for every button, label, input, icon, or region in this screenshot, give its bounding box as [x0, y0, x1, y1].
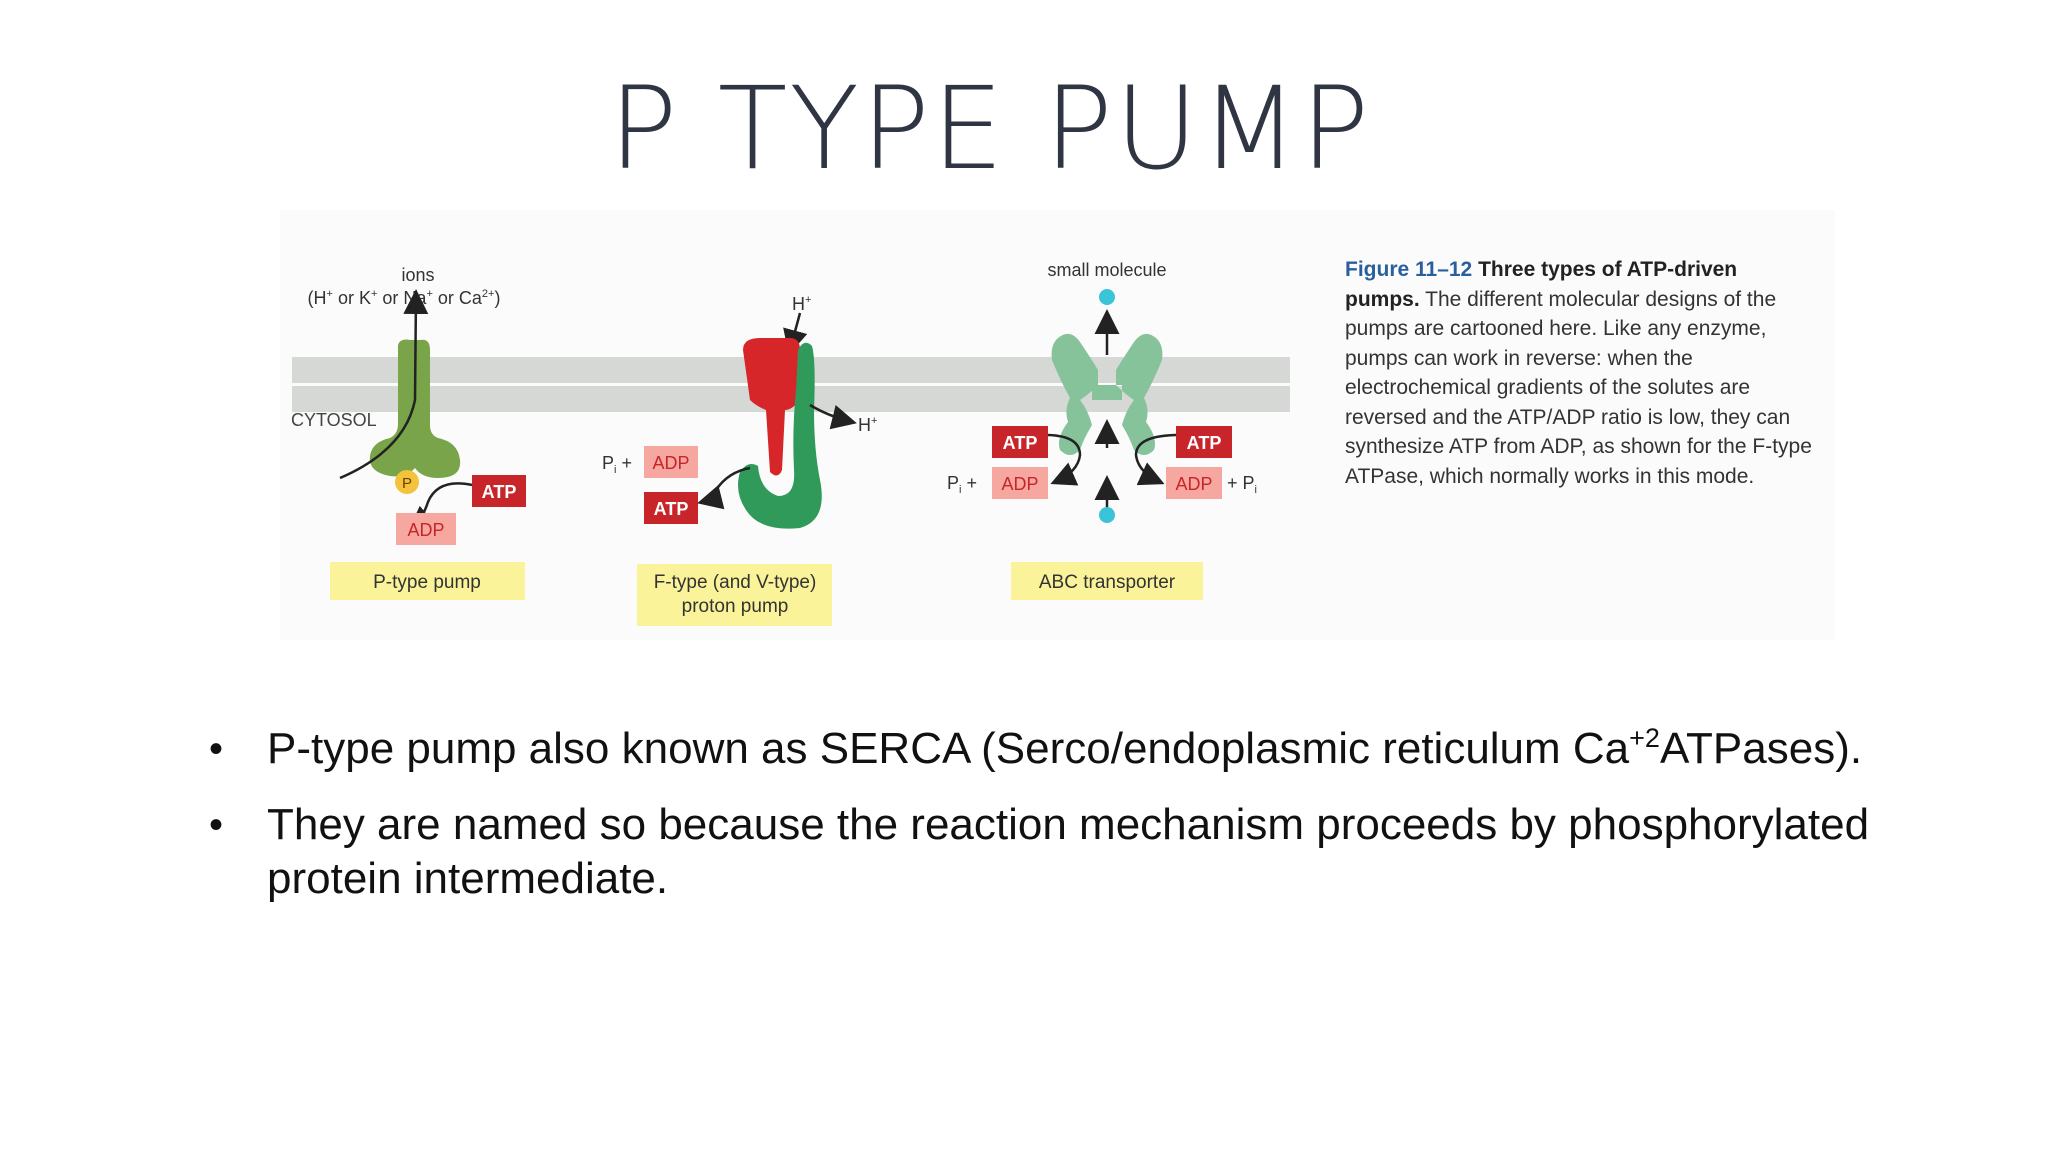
svg-text:ATP: ATP: [482, 482, 517, 502]
abc-label: ABC transporter: [1039, 572, 1176, 593]
bullet-list: • P-type pump also known as SERCA (Serco…: [205, 722, 1905, 928]
abc-atp-box-left: [992, 426, 1048, 458]
abc-label-box: [1011, 562, 1203, 600]
molecule-bottom: [1099, 507, 1115, 523]
svg-text:ATP: ATP: [654, 499, 689, 519]
svg-text:ATP: ATP: [1003, 433, 1038, 453]
p-type-atp-box: [472, 475, 526, 507]
small-molecule-label: small molecule: [1047, 260, 1166, 280]
bullet-item: • P-type pump also known as SERCA (Serco…: [205, 722, 1905, 776]
figure-caption: Figure 11–12 Three types of ATP-driven p…: [1345, 255, 1815, 491]
bullet-icon: •: [209, 727, 224, 771]
abc-pi-right: + Pi: [1227, 473, 1257, 496]
f-h-plus-right: H+: [858, 415, 877, 435]
abc-adp-box-left: [992, 467, 1048, 499]
f-type-rotor: [743, 338, 800, 476]
svg-text:ADP: ADP: [407, 520, 444, 540]
abc-adp-box-right: [1166, 467, 1222, 499]
ion-list-label: (H+ or K+ or Na+ or Ca2+): [308, 288, 501, 308]
molecule-top: [1099, 289, 1115, 305]
adp-to-atp-arrow: [697, 466, 751, 510]
figure-caption-body: The different molecular designs of the p…: [1345, 287, 1812, 488]
abc-protein: [1051, 333, 1163, 455]
figure-panel: ions (H+ or K+ or Na+ or Ca2+) CYTOSOL P…: [280, 210, 1835, 640]
bullet-item: • They are named so because the reaction…: [209, 800, 1870, 903]
figure-caption-title: Three types of ATP-driven pumps.: [1345, 258, 1738, 311]
phosphate-icon: [395, 470, 419, 494]
cytosol-label: CYTOSOL: [291, 410, 377, 430]
f-type-label-line1: F-type (and V-type): [654, 572, 817, 593]
atp-pump-diagram: ions (H+ or K+ or Na+ or Ca2+) CYTOSOL P…: [291, 260, 1290, 626]
f-type-atp-box: [644, 492, 698, 524]
slide-title: P TYPE PUMP: [608, 62, 1372, 195]
figure-number: Figure 11–12: [1345, 258, 1473, 281]
ion-path-arrow: [339, 289, 429, 480]
f-type-label-box: [637, 564, 832, 626]
svg-text:ADP: ADP: [652, 453, 689, 473]
p-type-pump: ions (H+ or K+ or Na+ or Ca2+) CYTOSOL P…: [291, 265, 526, 600]
f-type-pump: H+ H+ Pi + ADP ATP F-type (and V-type) p…: [602, 294, 877, 626]
bullet-icon: •: [209, 803, 224, 847]
p-type-adp-box: [396, 513, 456, 545]
p-type-label: P-type pump: [373, 572, 481, 593]
abc-transporter: small molecule ATP ATP Pi + ADP ADP + Pi: [947, 260, 1257, 600]
f-type-adp-box: [644, 446, 698, 478]
ions-label: ions: [401, 265, 434, 285]
f-type-label-line2: proton pump: [682, 596, 789, 617]
svg-text:P: P: [402, 475, 412, 492]
f-pi-label: Pi +: [602, 453, 632, 476]
abc-left-arrow: [1047, 433, 1082, 486]
f-h-plus-top: H+: [792, 294, 811, 314]
svg-text:ADP: ADP: [1001, 474, 1038, 494]
f-type-stator: [738, 342, 822, 529]
svg-text:ATP: ATP: [1187, 433, 1222, 453]
abc-atp-box-right: [1176, 426, 1232, 458]
abc-pi-left: Pi +: [947, 473, 977, 496]
svg-text:ADP: ADP: [1175, 474, 1212, 494]
p-type-label-box: [330, 562, 525, 600]
h-out-arrow: [809, 403, 857, 430]
abc-right-arrow: [1134, 433, 1177, 486]
